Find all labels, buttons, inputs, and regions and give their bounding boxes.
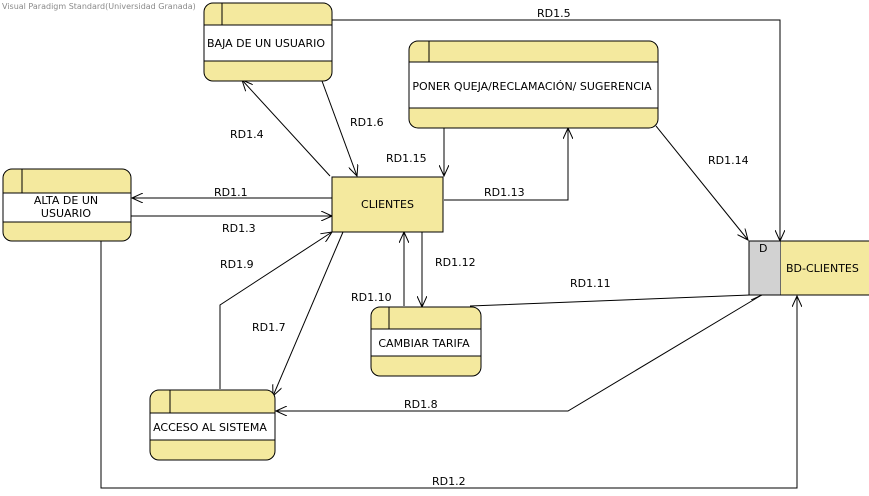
label-rd1-9: RD1.9 — [220, 258, 254, 271]
flow-labels: RD1.5 RD1.4 RD1.6 RD1.15 RD1.14 RD1.1 RD… — [214, 7, 749, 488]
flow-rd1-11[interactable] — [469, 295, 762, 307]
process-cambiar-tarifa[interactable]: CAMBIAR TARIFA — [370, 306, 482, 377]
label-rd1-15: RD1.15 — [386, 152, 427, 165]
process-alta-usuario[interactable]: ALTA DE UN USUARIO — [2, 168, 132, 242]
label-rd1-5: RD1.5 — [537, 7, 571, 20]
process-queja-label: PONER QUEJA/RECLAMACIÓN/ SUGERENCIA — [412, 80, 652, 93]
label-rd1-10: RD1.10 — [351, 291, 392, 304]
label-rd1-7: RD1.7 — [252, 321, 286, 334]
label-rd1-3: RD1.3 — [222, 222, 256, 235]
process-alta-label-line1: ALTA DE UN — [34, 194, 98, 207]
label-rd1-6: RD1.6 — [350, 116, 384, 129]
label-rd1-2: RD1.2 — [432, 475, 466, 488]
flow-rd1-8[interactable] — [276, 295, 761, 411]
process-baja-label: BAJA DE UN USUARIO — [207, 37, 325, 50]
flow-rd1-14[interactable] — [655, 125, 748, 240]
flow-rd1-5[interactable] — [332, 19, 780, 241]
process-acceso-label: ACCESO AL SISTEMA — [153, 421, 267, 434]
data-store-id: D — [759, 242, 767, 255]
label-rd1-8: RD1.8 — [404, 398, 438, 411]
data-store-label: BD-CLIENTES — [786, 262, 859, 275]
clientes-label: CLIENTES — [361, 198, 414, 211]
external-entity-clientes[interactable]: CLIENTES — [331, 176, 444, 233]
label-rd1-14: RD1.14 — [708, 154, 749, 167]
label-rd1-1: RD1.1 — [214, 186, 248, 199]
label-rd1-12: RD1.12 — [435, 256, 476, 269]
flow-rd1-13[interactable] — [444, 128, 568, 201]
watermark-text: Visual Paradigm Standard(Universidad Gra… — [2, 2, 196, 11]
flow-rd1-7[interactable] — [273, 231, 344, 396]
flow-rd1-6[interactable] — [321, 80, 357, 176]
flow-rd1-4[interactable] — [242, 80, 331, 177]
data-store-bd-clientes[interactable]: D BD-CLIENTES — [748, 240, 869, 296]
process-poner-queja[interactable]: PONER QUEJA/RECLAMACIÓN/ SUGERENCIA — [408, 40, 659, 129]
process-tarifa-label: CAMBIAR TARIFA — [378, 337, 470, 350]
process-baja-usuario[interactable]: BAJA DE UN USUARIO — [203, 2, 333, 82]
label-rd1-13: RD1.13 — [484, 186, 525, 199]
label-rd1-11: RD1.11 — [570, 277, 611, 290]
process-acceso-sistema[interactable]: ACCESO AL SISTEMA — [149, 389, 276, 461]
flow-rd1-2[interactable] — [100, 241, 797, 489]
process-alta-label-line2: USUARIO — [41, 207, 91, 220]
flow-rd1-9[interactable] — [219, 232, 332, 389]
label-rd1-4: RD1.4 — [230, 128, 264, 141]
